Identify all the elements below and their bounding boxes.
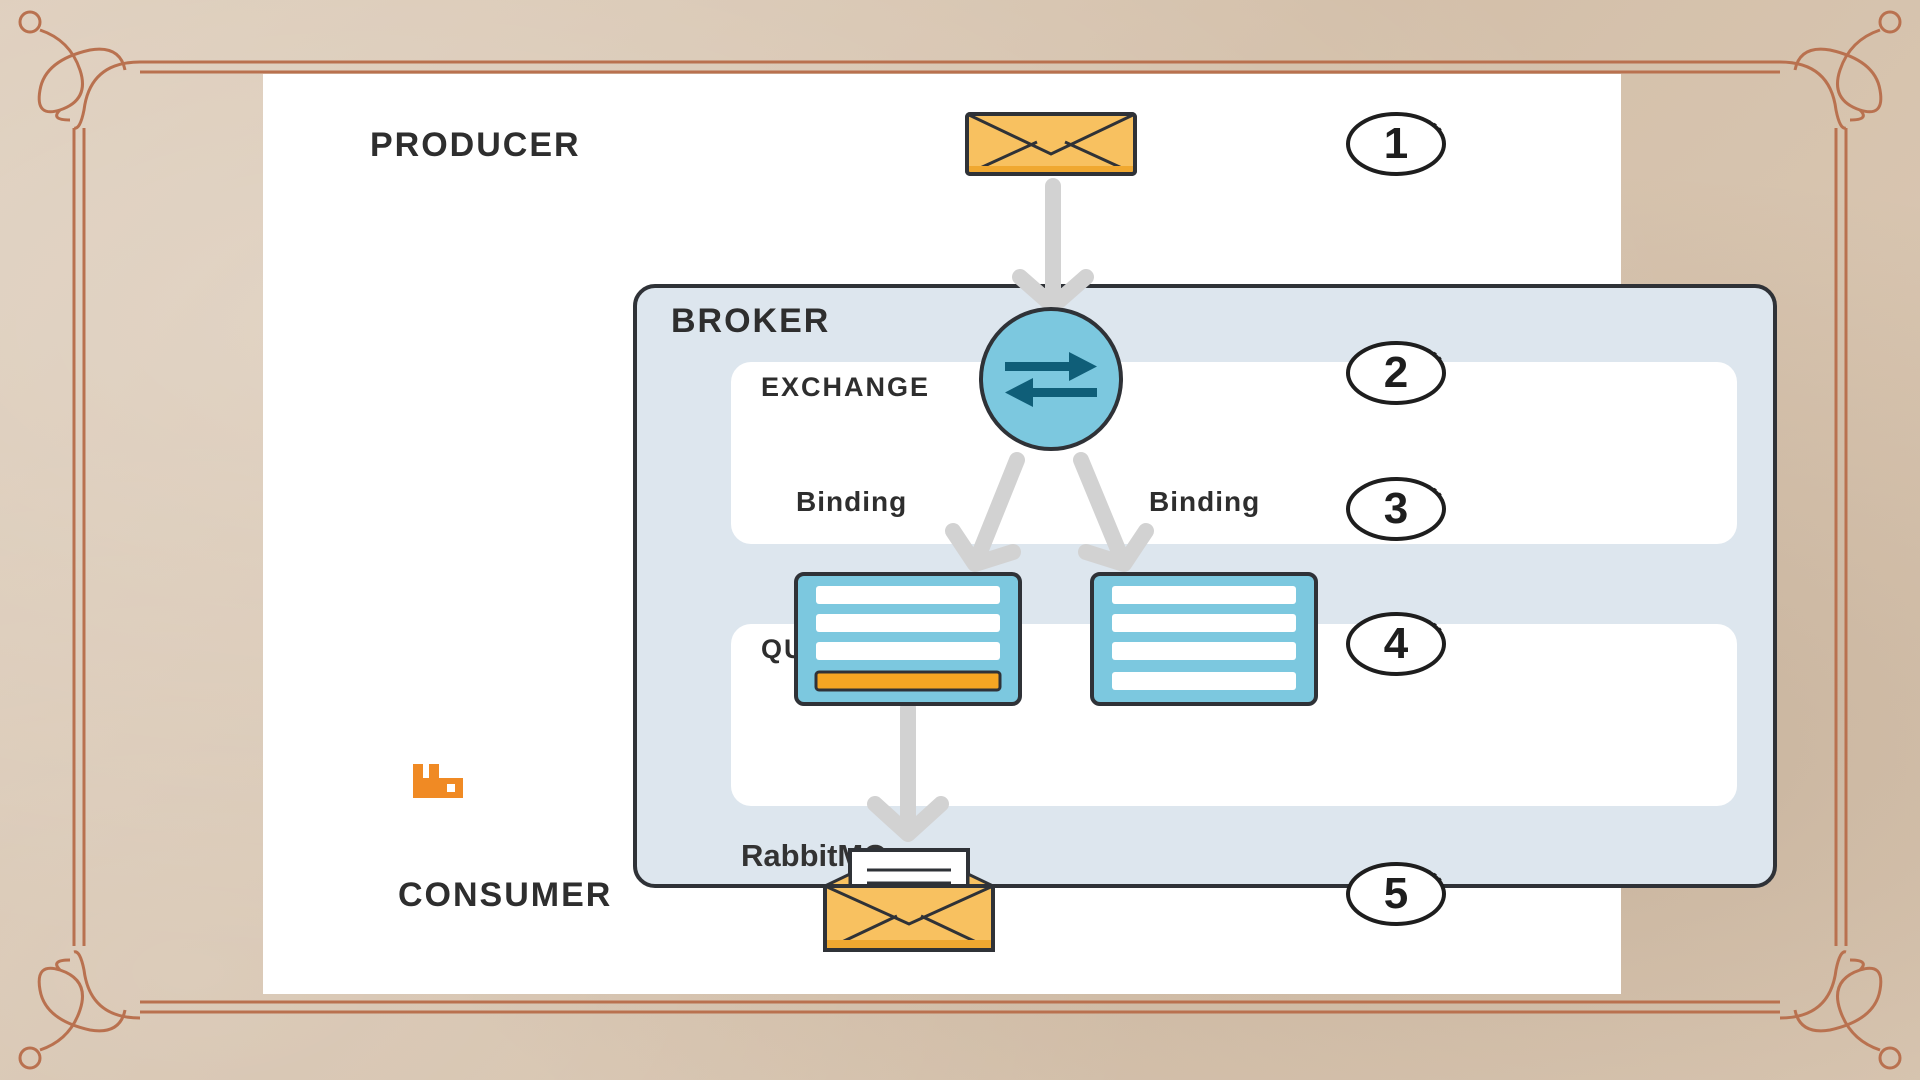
producer-label: PRODUCER <box>370 126 581 164</box>
diagram-graphics <box>413 112 1446 952</box>
exchange-label: EXCHANGE <box>761 372 931 402</box>
broker-label: BROKER <box>671 302 831 340</box>
step-2-number: 2 <box>1383 348 1409 397</box>
step-5-number: 5 <box>1383 869 1409 918</box>
step-3-number: 3 <box>1383 484 1409 533</box>
queue-icon <box>794 572 1022 706</box>
corner-ornament-bl <box>18 950 141 1070</box>
rabbitmq-logo-icon <box>413 764 463 798</box>
exchange-panel: EXCHANGE <box>731 362 1737 544</box>
binding-label-right: Binding <box>1149 486 1261 517</box>
arrow-binding-right <box>1073 452 1154 572</box>
corner-ornament-br <box>1779 950 1902 1070</box>
step-2: 2 <box>1348 343 1444 403</box>
queue-icon <box>1090 572 1318 706</box>
arrow-binding-left <box>945 452 1025 572</box>
corner-ornament-tl <box>18 10 141 130</box>
consumer-label: CONSUMER <box>398 876 613 914</box>
open-envelope-icon <box>822 848 996 952</box>
step-1-number: 1 <box>1383 119 1409 168</box>
corner-ornament-tr <box>1779 10 1902 130</box>
step-circles <box>1346 112 1446 926</box>
arrow-queue-to-consumer <box>867 700 949 842</box>
step-5: 5 <box>1348 864 1444 924</box>
exchange-arrows-icon <box>979 307 1123 451</box>
arrow-producer-to-exchange <box>1012 178 1094 314</box>
step-4-number: 4 <box>1383 619 1409 668</box>
diagram-card: PRODUCER BROKER EXCHANGE QUEUES RabbitMQ… <box>263 74 1777 994</box>
envelope-icon <box>965 112 1137 176</box>
step-1: 1 <box>1348 114 1444 174</box>
step-3: 3 <box>1348 479 1444 539</box>
binding-label-left: Binding <box>796 486 908 517</box>
step-4: 4 <box>1348 614 1444 674</box>
